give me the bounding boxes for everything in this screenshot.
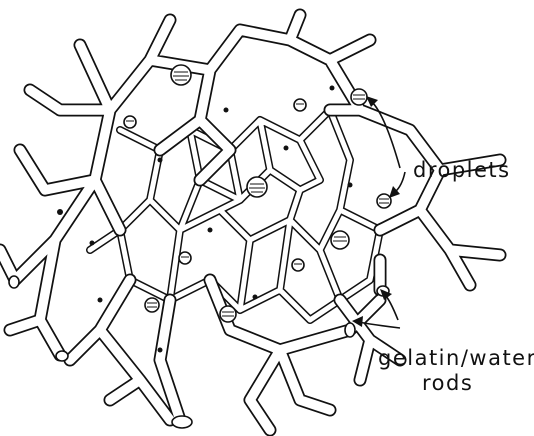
droplet xyxy=(220,306,236,322)
droplet xyxy=(292,259,304,271)
droplets-label: droplets xyxy=(413,158,511,182)
rods-label-line2: rods xyxy=(422,371,473,395)
droplet xyxy=(294,99,306,111)
droplet-dot xyxy=(98,298,103,303)
arrowhead xyxy=(366,96,378,107)
rod-end-cap xyxy=(9,276,19,288)
droplet-dot xyxy=(208,228,213,233)
droplet xyxy=(179,252,191,264)
droplet-dot xyxy=(348,183,353,188)
droplet xyxy=(124,116,136,128)
rod-end-cap xyxy=(172,416,192,428)
droplet-dot xyxy=(253,295,258,300)
droplet-dot xyxy=(158,348,163,353)
droplet xyxy=(247,177,267,197)
callout-arrow xyxy=(385,295,398,320)
droplet-dot xyxy=(330,86,335,91)
droplet-dot xyxy=(158,158,163,163)
callout-arrow xyxy=(395,172,405,192)
droplet xyxy=(171,65,191,85)
inner-mesh xyxy=(90,110,380,320)
rods-label-line1: gelatin/water xyxy=(378,346,534,370)
droplet-dot xyxy=(284,146,289,151)
rod-end-cap xyxy=(345,323,355,337)
droplet xyxy=(351,89,367,105)
droplet-dot xyxy=(224,108,229,113)
droplet xyxy=(377,194,391,208)
rod-end-cap xyxy=(56,351,68,361)
droplet-dot xyxy=(57,209,63,215)
droplet xyxy=(331,231,349,249)
droplet xyxy=(145,298,159,312)
droplet-dot xyxy=(90,241,95,246)
